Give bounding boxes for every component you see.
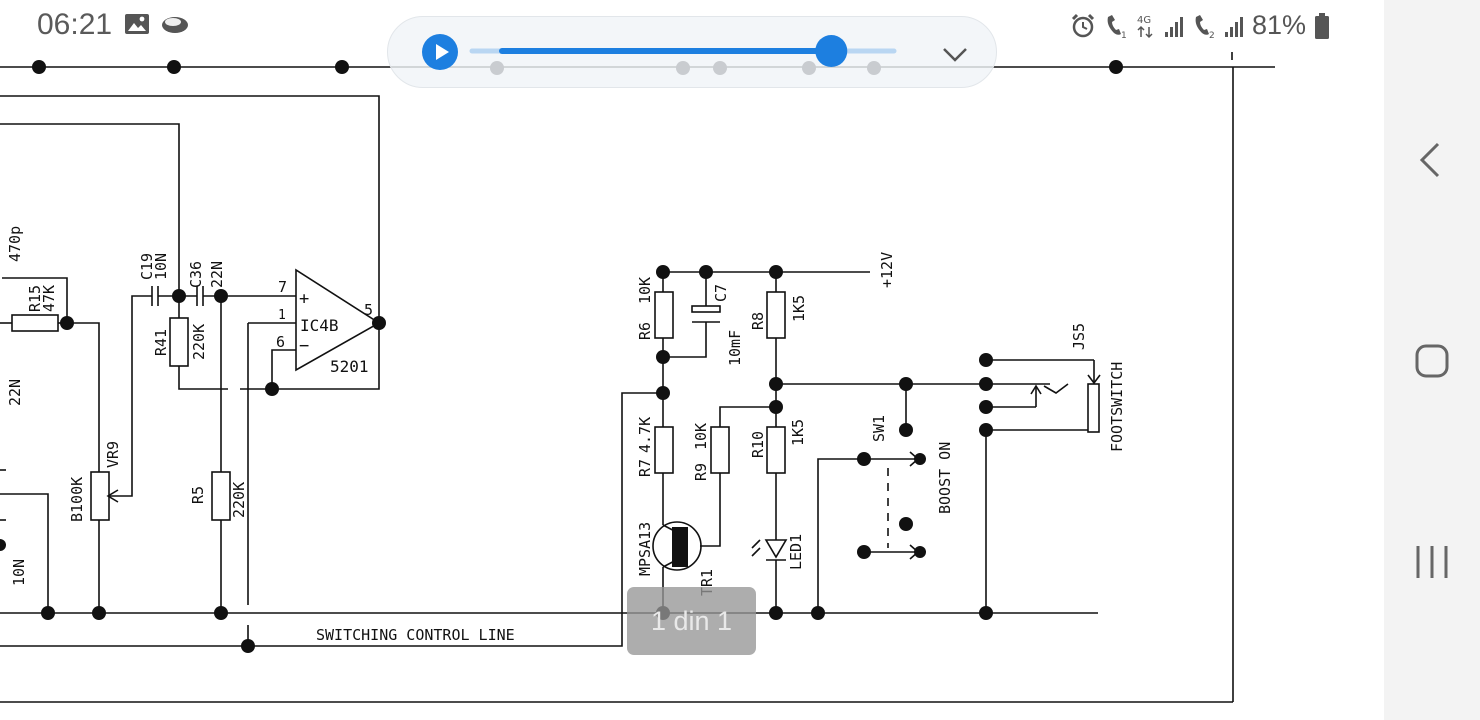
pin6-label: 6 — [276, 333, 285, 351]
r15-value: 47K — [40, 285, 58, 312]
seek-bar[interactable] — [464, 17, 904, 89]
call-sim2-icon: 2 — [1195, 14, 1215, 39]
pin7-label: 7 — [278, 278, 287, 296]
seek-handle[interactable] — [815, 35, 848, 67]
footswitch-label: FOOTSWITCH — [1108, 362, 1126, 452]
home-button[interactable] — [1408, 337, 1456, 385]
c7-label: C7 — [712, 284, 730, 302]
status-right: 1 4G 2 81% — [1070, 10, 1330, 41]
recents-icon — [1416, 546, 1448, 578]
plus12v-label: +12V — [878, 252, 896, 288]
pin5-label: 5 — [364, 301, 373, 319]
r6-value: 10K — [636, 277, 654, 304]
r5-label: R5 — [189, 486, 207, 504]
signal-icon — [1165, 16, 1183, 37]
r10-value: 1K5 — [789, 419, 807, 446]
c22n-left-label: 22N — [6, 379, 24, 406]
boost-on-label: BOOST ON — [936, 442, 954, 514]
c36-label: C36 — [187, 261, 205, 288]
r15-label: R15 — [26, 285, 44, 312]
r7-label: R7 — [636, 459, 654, 477]
battery-percent: 81% — [1252, 10, 1307, 40]
svg-text:2: 2 — [1209, 31, 1215, 39]
circuit-schematic: IC4B 5201 7 1 6 5 + − SWITCHING CONTROL … — [0, 52, 1275, 703]
r7-value: 4.7K — [636, 417, 654, 453]
4g-icon: 4G — [1137, 15, 1153, 38]
c36-value: 22N — [208, 261, 226, 288]
vr9-label: VR9 — [104, 441, 122, 468]
r10-label: R10 — [749, 431, 767, 458]
status-time: 06:21 — [37, 8, 113, 41]
home-icon — [1415, 344, 1449, 378]
r41-label: R41 — [152, 329, 170, 356]
svg-text:1: 1 — [1121, 31, 1127, 39]
mpsa13-label: MPSA13 — [636, 522, 654, 576]
c19-label: C19 — [138, 253, 156, 280]
chevron-down-icon[interactable] — [940, 39, 970, 69]
seek-markers — [490, 61, 881, 75]
svg-text:4G: 4G — [1137, 15, 1151, 26]
r6-label: R6 — [636, 322, 654, 340]
recents-button[interactable] — [1408, 538, 1456, 586]
switching-control-line-label: SWITCHING CONTROL LINE — [316, 626, 515, 644]
r9-label: R9 — [692, 463, 710, 481]
plus-sign: + — [299, 289, 309, 309]
c10n-left-label: 10N — [10, 559, 28, 586]
pin1-label: 1 — [278, 308, 286, 323]
c470p-label: 470p — [6, 226, 24, 262]
b100k-label: B100K — [68, 477, 86, 522]
image-icon — [125, 14, 149, 34]
play-button[interactable] — [422, 34, 458, 70]
c19-value: 10N — [152, 253, 170, 280]
ic4b-label: IC4B — [300, 316, 339, 335]
js5-label: JS5 — [1070, 323, 1088, 350]
navigation-bar — [1384, 0, 1480, 720]
r8-value: 1K5 — [790, 295, 808, 322]
cloud-icon — [162, 17, 188, 33]
battery-icon — [1315, 12, 1330, 39]
back-icon — [1419, 142, 1440, 178]
sw1-label: SW1 — [870, 415, 888, 442]
r8-label: R8 — [749, 312, 767, 330]
signal2-icon — [1225, 16, 1243, 37]
page-indicator: 1 din 1 — [627, 587, 756, 655]
media-player — [387, 16, 997, 88]
c7-value: 10mF — [726, 330, 744, 366]
back-button[interactable] — [1408, 136, 1456, 184]
ic-part-label: 5201 — [330, 357, 369, 376]
r9-value: 10K — [692, 423, 710, 450]
call-sim1-icon: 1 — [1107, 14, 1127, 39]
status-left-icons — [124, 12, 190, 36]
led1-label: LED1 — [787, 534, 805, 570]
minus-sign: − — [299, 336, 309, 356]
r41-value: 220K — [190, 324, 208, 360]
r5-value: 220K — [230, 482, 248, 518]
play-icon — [436, 44, 449, 60]
alarm-icon — [1071, 13, 1095, 37]
